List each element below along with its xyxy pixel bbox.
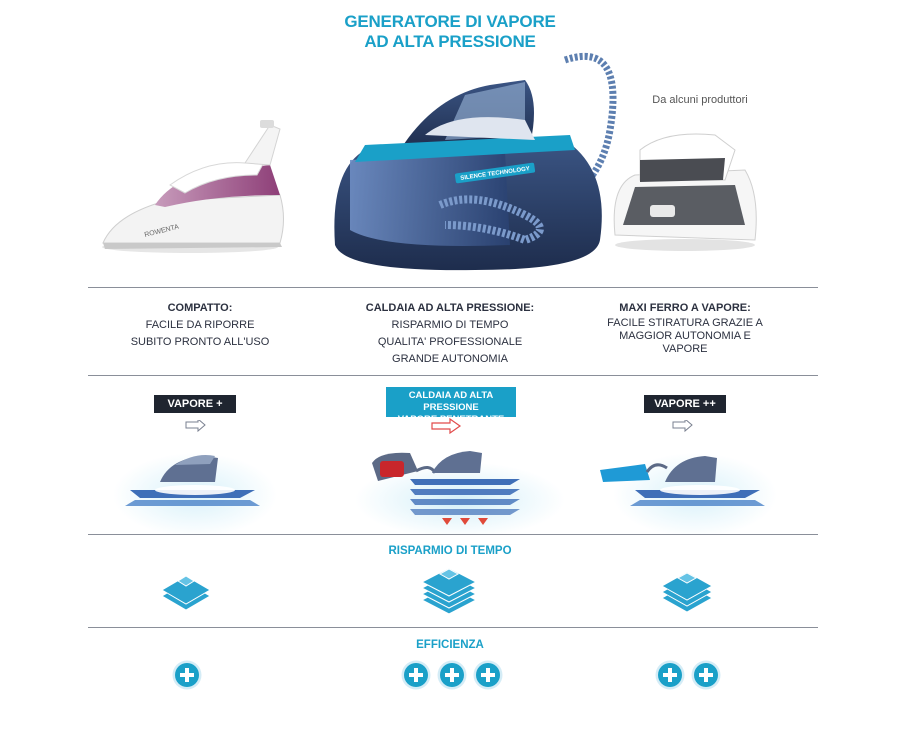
feature-line: MAGGIOR AUTONOMIA E [619,330,751,342]
steam-scene-left [113,420,277,535]
steam-scene-right [600,420,777,535]
plus-circle-icon [655,660,685,690]
page-title: GENERATORE DI VAPORE AD ALTA PRESSIONE [300,12,600,52]
divider-4 [88,627,818,628]
folded-shirts-icon [161,575,211,611]
steam-arrow-icon [185,420,206,433]
plus-circle-icon [473,660,503,690]
maxi-steam-iron-image [613,133,757,251]
feature-title: CALDAIA AD ALTA PRESSIONE: [365,302,535,314]
section-efficiency: EFFICIENZA [416,639,484,651]
feature-line: FACILE DA RIPORRE [145,319,255,331]
feature-line: RISPARMIO DI TEMPO [391,319,509,331]
plus-circle-icon [172,660,202,690]
title-line-2: AD ALTA PRESSIONE [364,32,536,51]
steam-arrow-icon [431,417,462,435]
feature-line: VAPORE [662,343,708,355]
folded-shirts-icon [420,567,478,615]
feature-line: FACILE STIRATURA GRAZIE A [607,317,763,329]
feature-title: MAXI FERRO A VAPORE: [619,302,751,314]
folded-shirts-icon [660,571,714,613]
feature-title: COMPATTO: [167,302,233,314]
steam-generator-image: SILENCE TECHNOLOGY [334,52,617,271]
steam-arrow-icon [672,420,693,433]
section-time-saving: RISPARMIO DI TEMPO [388,545,512,557]
steam-tag-right: VAPORE ++ [644,395,726,413]
steam-tag-center-line1: CALDAIA AD ALTA PRESSIONE [408,390,494,413]
plus-circle-icon [437,660,467,690]
feature-line: QUALITA' PROFESSIONALE [377,336,523,348]
feature-compact: COMPATTO: FACILE DA RIPORRE SUBITO PRONT… [100,300,300,351]
manufacturers-note: Da alcuni produttori [652,94,748,106]
divider-2 [88,375,818,376]
feature-line: GRANDE AUTONOMIA [392,353,508,365]
divider-3 [88,534,818,535]
divider-1 [88,287,818,288]
steam-scene-center [355,417,565,535]
feature-maxi-iron: MAXI FERRO A VAPORE: FACILE STIRATURA GR… [590,300,780,356]
classic-iron-image: ROWENTA [102,120,284,253]
steam-tag-center: CALDAIA AD ALTA PRESSIONE VAPORE PENETRA… [386,387,516,425]
feature-line: SUBITO PRONTO ALL'USO [130,336,270,348]
steam-tag-left: VAPORE + [154,395,236,413]
plus-circle-icon [401,660,431,690]
feature-high-pressure: CALDAIA AD ALTA PRESSIONE: RISPARMIO DI … [330,300,570,368]
plus-circle-icon [691,660,721,690]
title-line-1: GENERATORE DI VAPORE [344,12,556,31]
